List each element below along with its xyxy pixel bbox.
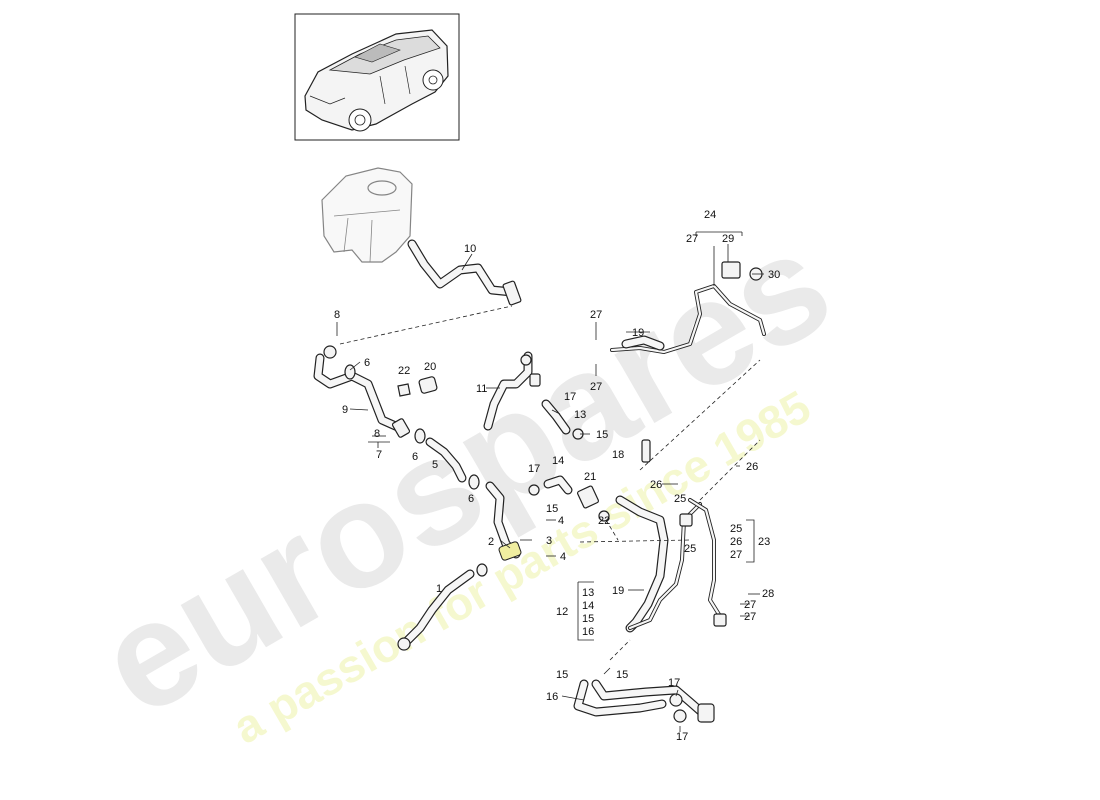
pipe-23 xyxy=(679,498,727,627)
callout-23: 23 xyxy=(758,536,770,548)
callout-17b: 17 xyxy=(528,463,540,475)
callout-15d: 15 xyxy=(616,669,628,681)
guide-lines xyxy=(339,305,761,661)
callout-2: 2 xyxy=(488,536,494,548)
callout-30: 30 xyxy=(768,269,780,281)
group-23-item-1: 25 xyxy=(730,523,742,535)
group-23-item-3: 27 xyxy=(730,549,742,561)
callout-25b: 25 xyxy=(684,543,696,555)
part-21 xyxy=(577,485,599,509)
callout-4b: 4 xyxy=(560,551,566,563)
callout-labels: 1 2 3 4 4 5 6 6 6 7 8 8 9 10 11 12 13 14… xyxy=(334,209,780,743)
callout-3: 3 xyxy=(546,535,552,547)
callout-27b: 27 xyxy=(590,309,602,321)
hose-1 xyxy=(397,563,488,651)
hose-11 xyxy=(483,351,541,431)
hose-5 xyxy=(414,428,480,490)
callout-12: 12 xyxy=(556,606,568,618)
callout-25a: 25 xyxy=(674,493,686,505)
callout-6c: 6 xyxy=(468,493,474,505)
callout-28: 28 xyxy=(762,588,774,600)
hose-10 xyxy=(407,239,522,306)
callout-13: 13 xyxy=(574,409,586,421)
part-18 xyxy=(641,439,651,463)
callout-5: 5 xyxy=(432,459,438,471)
callout-26b: 26 xyxy=(746,461,758,473)
callout-18: 18 xyxy=(612,449,624,461)
callout-6a: 6 xyxy=(364,357,370,369)
callout-15b: 15 xyxy=(546,503,558,515)
pipe-24 xyxy=(610,261,766,354)
part-20 xyxy=(418,376,438,394)
callout-1: 1 xyxy=(436,583,442,595)
vehicle-thumbnail xyxy=(294,13,460,141)
callout-27d: 27 xyxy=(744,599,756,611)
callout-15c: 15 xyxy=(556,669,568,681)
callout-8a: 8 xyxy=(334,309,340,321)
callout-17d: 17 xyxy=(676,731,688,743)
group-12-item-3: 15 xyxy=(582,613,594,625)
callout-14: 14 xyxy=(552,455,564,467)
callout-10: 10 xyxy=(464,243,476,255)
callout-8b: 8 xyxy=(374,428,380,440)
callout-21: 21 xyxy=(584,471,596,483)
hose-16 xyxy=(573,679,715,723)
callout-27c: 27 xyxy=(590,381,602,393)
callout-22b: 22 xyxy=(598,515,610,527)
pipe-left-upper xyxy=(313,345,411,438)
callout-29: 29 xyxy=(722,233,734,245)
callout-19a: 19 xyxy=(632,327,644,339)
callout-16: 16 xyxy=(546,691,558,703)
expansion-tank xyxy=(321,167,413,263)
callout-7: 7 xyxy=(376,449,382,461)
group-23-item-2: 26 xyxy=(730,536,742,548)
group-12-item-1: 13 xyxy=(582,587,594,599)
part-22-upper xyxy=(397,383,411,397)
callout-11: 11 xyxy=(476,383,487,395)
callout-17c: 17 xyxy=(668,677,680,689)
group-12-item-2: 14 xyxy=(582,600,594,612)
callout-26a: 26 xyxy=(650,479,662,491)
callout-24: 24 xyxy=(704,209,716,221)
callout-4a: 4 xyxy=(558,515,564,527)
group-12-item-4: 16 xyxy=(582,626,594,638)
callout-27e: 27 xyxy=(744,611,756,623)
callout-9: 9 xyxy=(342,404,348,416)
leader-lines xyxy=(336,231,764,732)
callout-19b: 19 xyxy=(612,585,624,597)
callout-20: 20 xyxy=(424,361,436,373)
callout-22a: 22 xyxy=(398,365,410,377)
callout-27a: 27 xyxy=(686,233,698,245)
callout-15a: 15 xyxy=(596,429,608,441)
callout-17a: 17 xyxy=(564,391,576,403)
callout-6b: 6 xyxy=(412,451,418,463)
